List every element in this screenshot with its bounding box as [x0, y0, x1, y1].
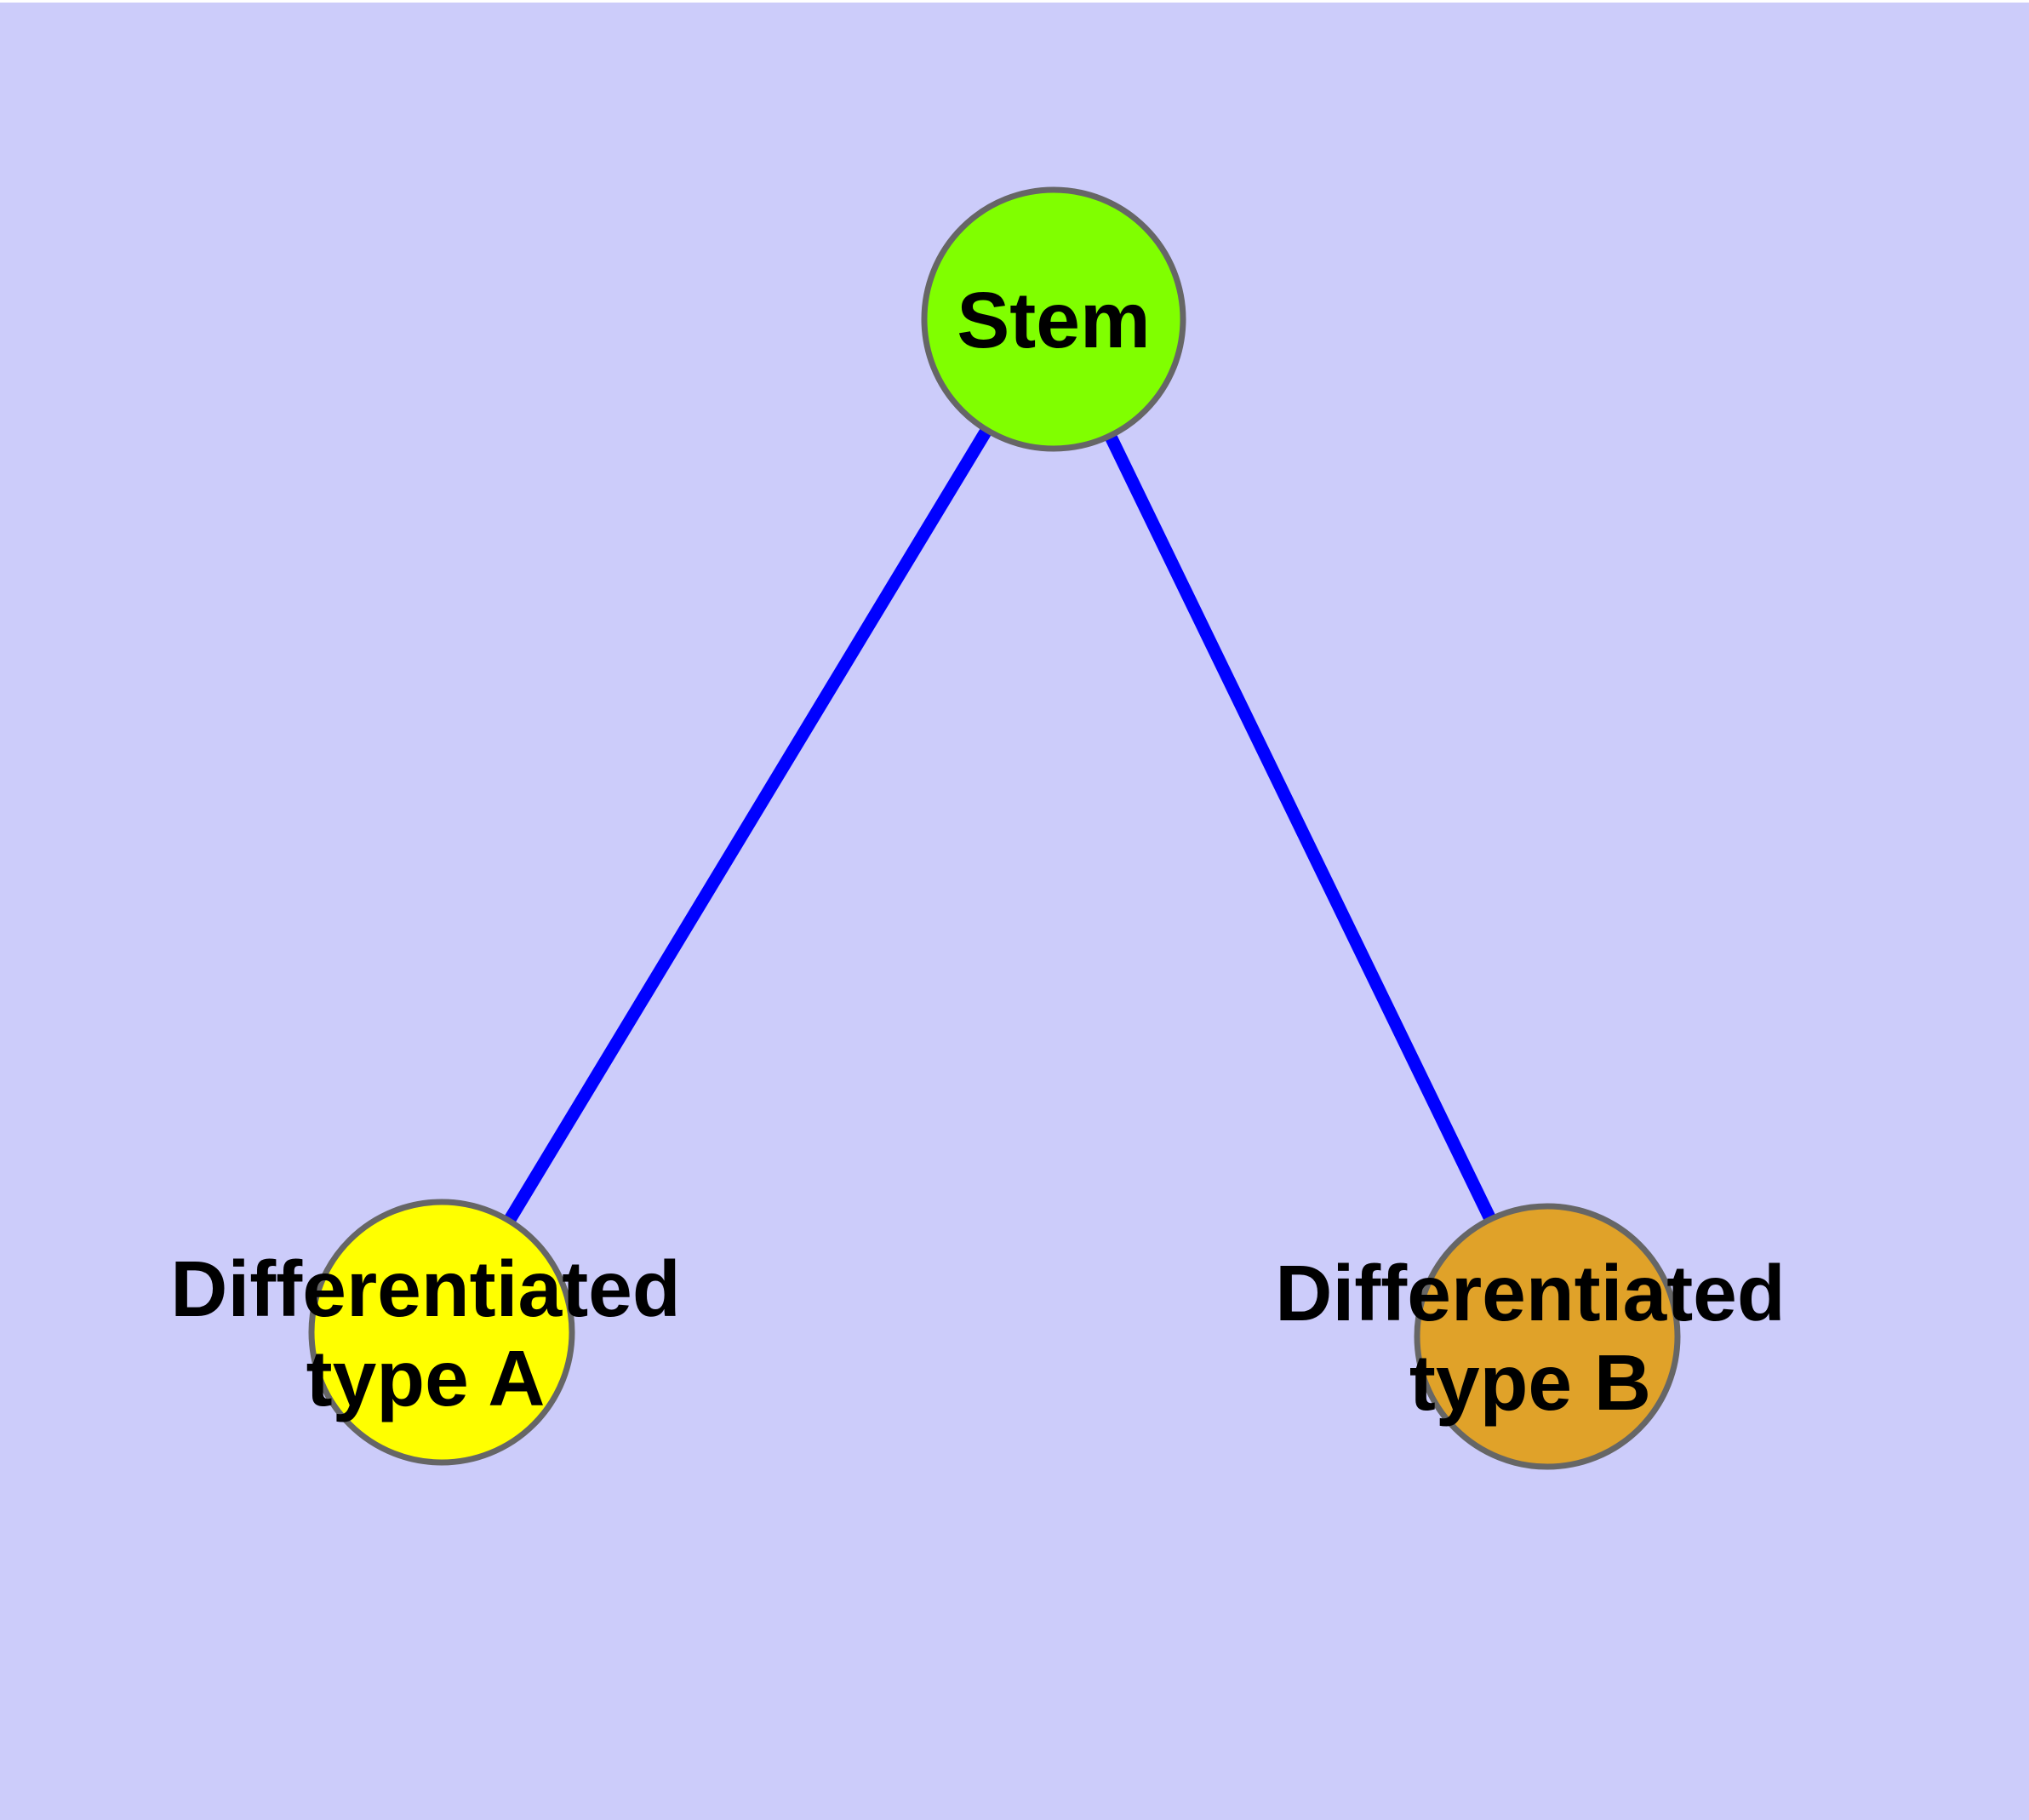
node-differentiated-type-a[interactable]: Differentiated type A [170, 1199, 681, 1466]
node-differentiated-type-b-label-line2: type B [1409, 1338, 1651, 1427]
node-differentiated-type-b-label-line1: Differentiated [1275, 1249, 1785, 1337]
edge-stem-to-differentiated-type-a[interactable] [504, 427, 992, 1224]
node-differentiated-type-a-circle[interactable] [308, 1199, 575, 1466]
top-edge-strip [0, 0, 2029, 3]
node-differentiated-type-b[interactable]: Differentiated type B [1275, 1203, 1786, 1470]
node-differentiated-type-a-label-line1: Differentiated [170, 1245, 680, 1333]
edge-stem-to-differentiated-type-b[interactable] [1105, 433, 1496, 1222]
edge-layer [504, 427, 1496, 1224]
node-layer: Stem Differentiated type A Differentiate… [170, 186, 1786, 1470]
node-differentiated-type-b-circle[interactable] [1414, 1203, 1681, 1470]
node-stem-label: Stem [957, 276, 1150, 364]
node-stem[interactable]: Stem [921, 186, 1186, 452]
node-differentiated-type-a-label-line2: type A [306, 1334, 546, 1422]
node-stem-circle[interactable] [921, 186, 1186, 452]
